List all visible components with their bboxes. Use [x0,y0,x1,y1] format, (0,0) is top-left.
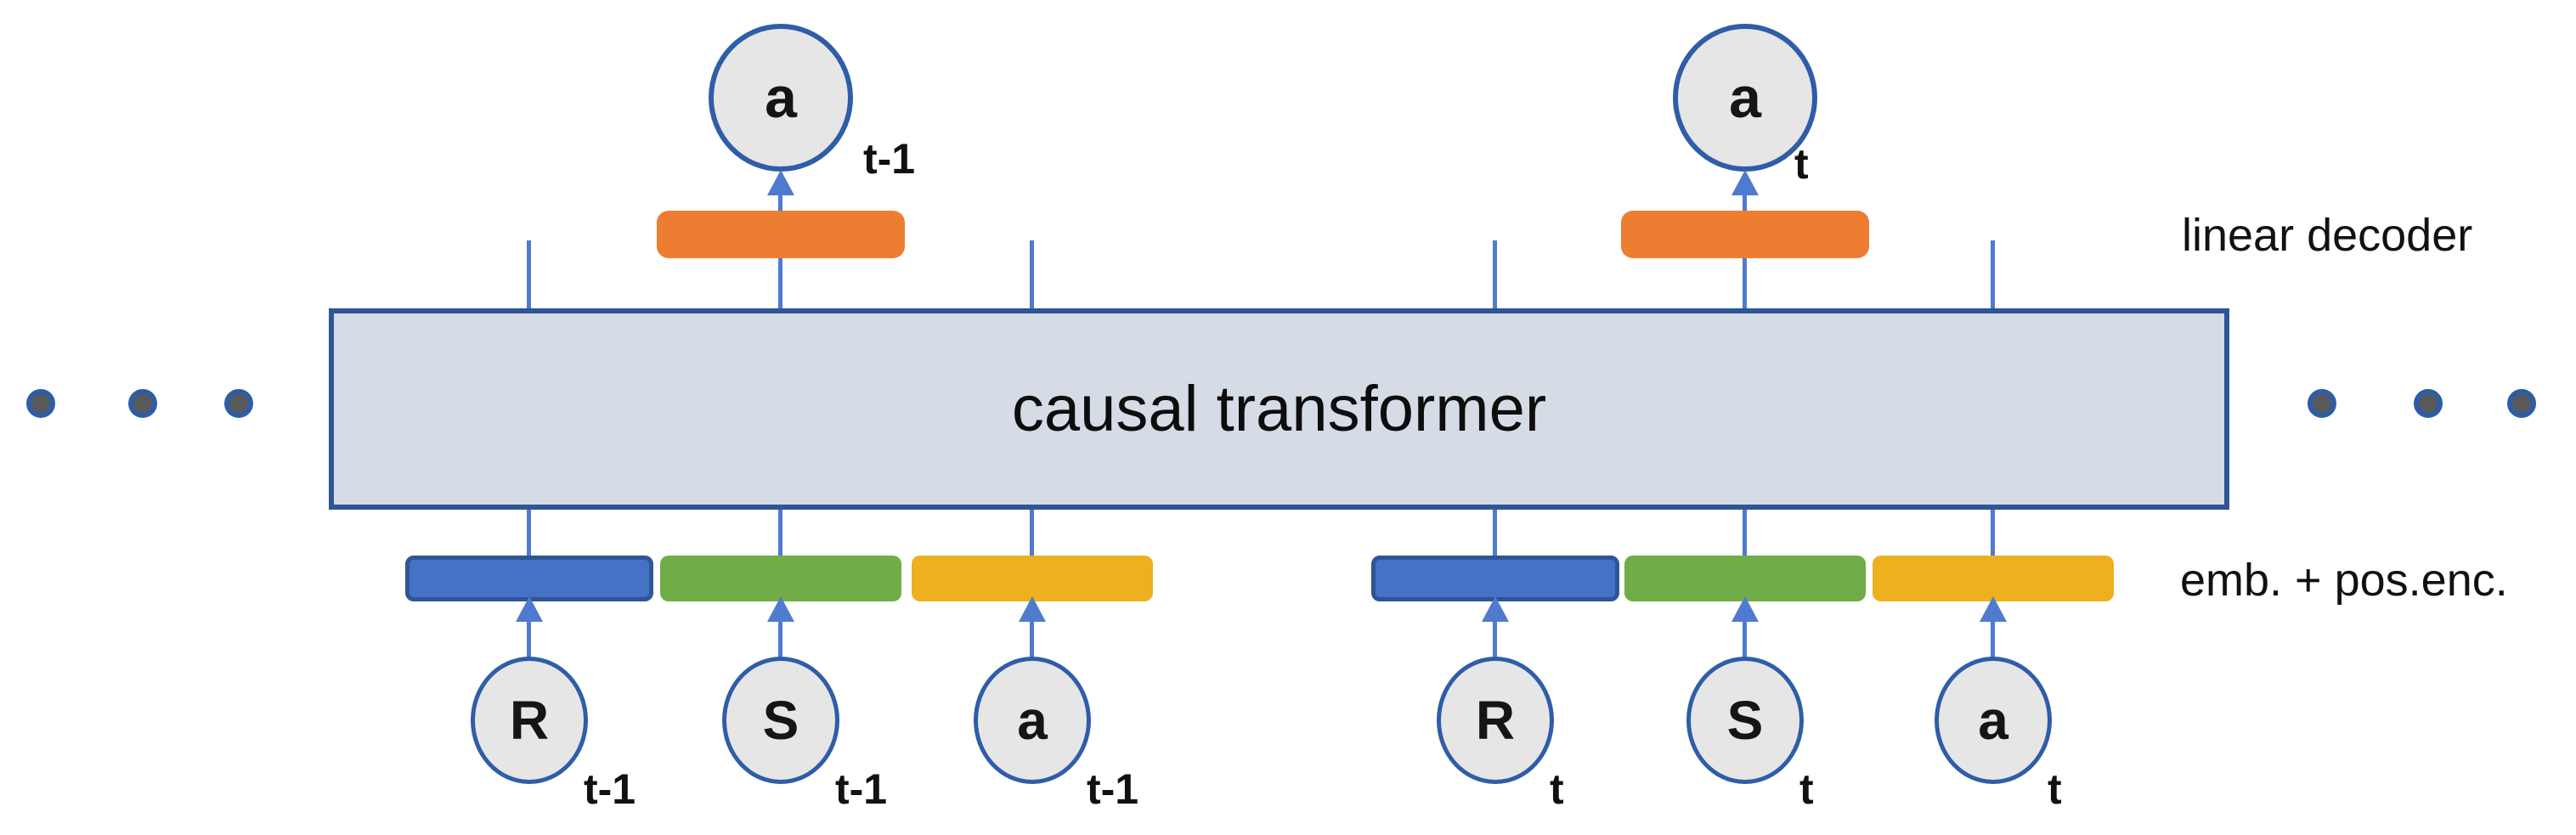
arrow-up-icon [1980,596,2007,622]
ellipsis-dot [26,389,55,418]
embedding-rect-action [912,556,1153,601]
input-subscript: t-1 [1087,765,1139,813]
embedding-label: emb. + pos.enc. [2180,555,2508,606]
connector-line [1991,618,1995,658]
ellipsis-dot [128,389,157,418]
arrow-up-icon [516,596,543,622]
input-subscript: t-1 [584,765,636,813]
output-circle-action: a [1673,24,1817,172]
connector-line [1030,510,1034,557]
connector-line [1030,240,1034,309]
output-subscript: t-1 [863,135,916,183]
causal-transformer-box: causal transformer [329,308,2229,510]
connector-line [527,618,531,658]
connector-line [778,510,782,557]
input-circle-action: a [1935,657,2052,784]
linear-decoder-rect [1621,211,1869,258]
connector-line [1991,240,1995,309]
arrow-up-icon [1019,596,1046,622]
connector-line [1030,618,1034,658]
input-circle-return: R [1437,657,1554,784]
embedding-rect-return [1371,556,1619,601]
connector-line [527,510,531,557]
connector-line [1493,240,1497,309]
connector-line [527,240,531,309]
connector-line [1991,510,1995,557]
ellipsis-dot [224,389,253,418]
input-subscript: t [1550,765,1564,813]
input-subscript: t [2048,765,2062,813]
linear-decoder-rect [657,211,905,258]
ellipsis-dot [2414,389,2443,418]
linear-decoder-label: linear decoder [2182,210,2473,261]
embedding-rect-action [1873,556,2114,601]
output-subscript: t [1794,140,1809,188]
output-circle-action: a [709,24,853,172]
arrow-up-icon [767,170,794,195]
arrow-up-icon [1482,596,1509,622]
arrow-up-icon [1731,170,1759,195]
embedding-rect-state [1624,556,1866,601]
connector-line [778,618,782,658]
connector-line [1493,618,1497,658]
ellipsis-dot [2308,389,2336,418]
input-circle-action: a [974,657,1091,784]
embedding-rect-state [660,556,901,601]
connector-line [1743,510,1747,557]
connector-line [1493,510,1497,557]
input-circle-return: R [471,657,588,784]
arrow-up-icon [767,596,794,622]
input-circle-state: S [722,657,839,784]
ellipsis-dot [2507,389,2536,418]
connector-line [1743,618,1747,658]
embedding-rect-return [405,556,653,601]
input-subscript: t-1 [835,765,888,813]
input-subscript: t [1799,765,1814,813]
input-circle-state: S [1686,657,1804,784]
arrow-up-icon [1731,596,1759,622]
